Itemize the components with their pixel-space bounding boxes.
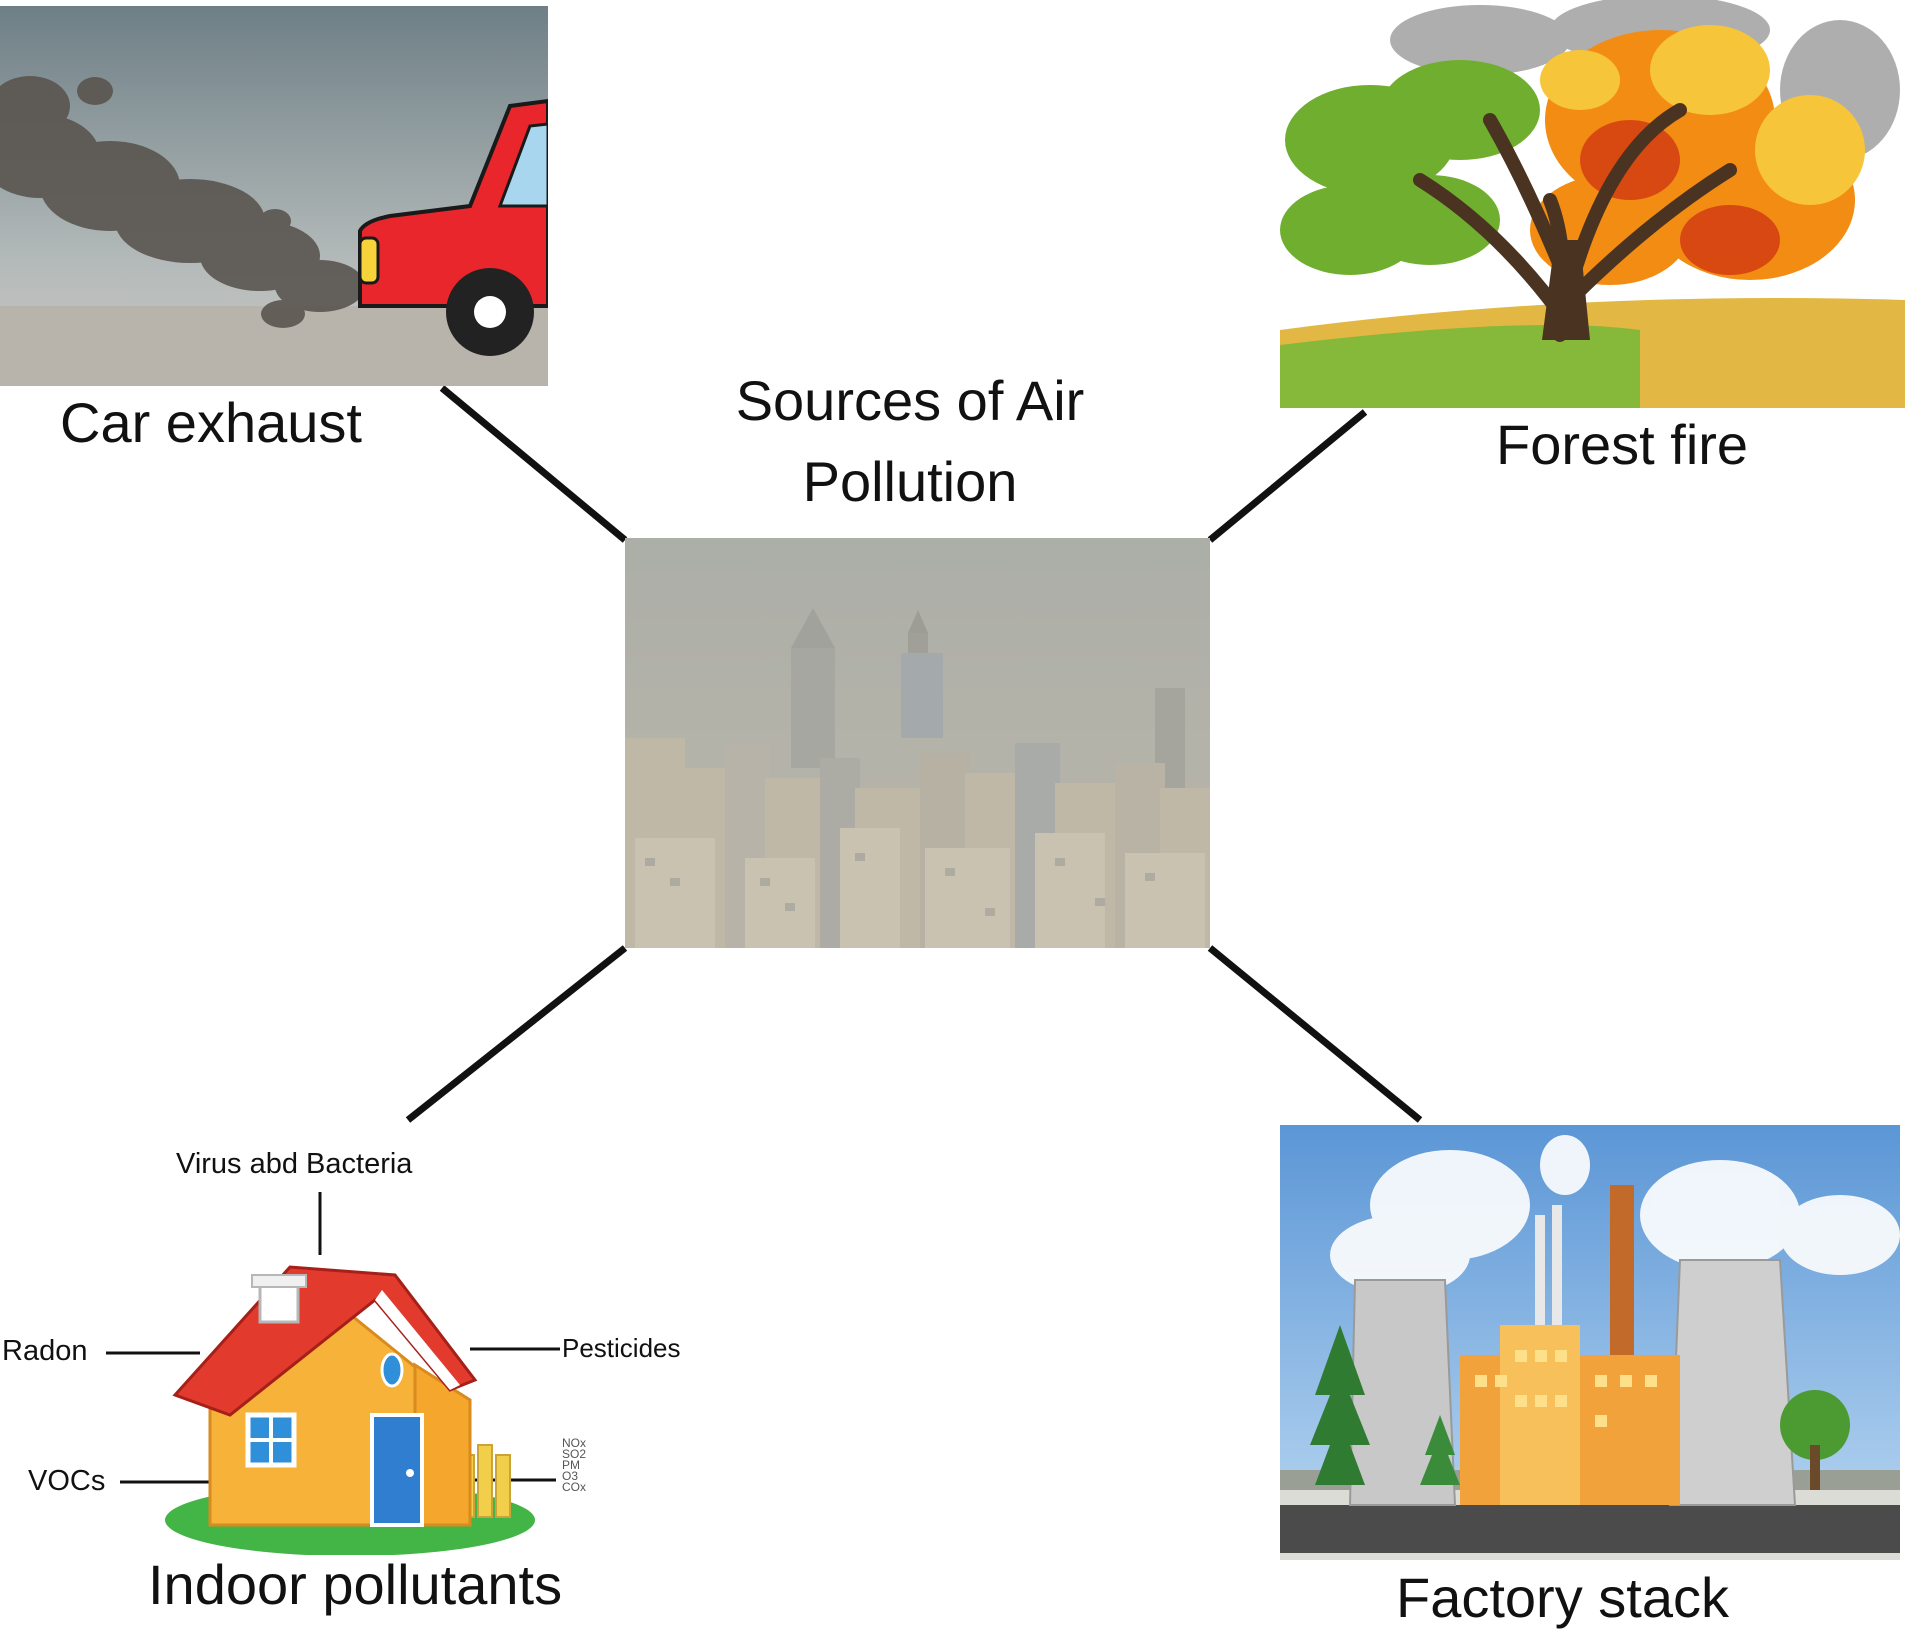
callout-radon: Radon <box>2 1335 88 1367</box>
smoggy-city-image <box>625 538 1210 948</box>
car-exhaust-image <box>0 6 548 386</box>
forest-fire-image <box>1280 0 1905 408</box>
callout-pesticides: Pesticides <box>562 1333 681 1363</box>
gas-cox: COx <box>562 1480 586 1494</box>
factory-stack-image <box>1280 1125 1900 1560</box>
diagram-title: Sources of Air Pollution <box>735 369 1085 513</box>
connector-indoor <box>405 945 628 1123</box>
connector-car <box>439 385 628 543</box>
house-image <box>160 1255 540 1555</box>
gas-so2: SO2 <box>562 1447 587 1461</box>
gas-o3: O3 <box>562 1469 579 1483</box>
forest-fire-label: Forest fire <box>1496 413 1749 476</box>
gas-pm: PM <box>562 1458 580 1472</box>
gas-nox: NOx <box>562 1436 586 1450</box>
callout-gases: NOx SO2 PM O3 COx <box>562 1436 602 1494</box>
indoor-pollutants-label: Indoor pollutants <box>148 1553 563 1616</box>
connector-fire <box>1207 409 1368 543</box>
factory-stack-label: Factory stack <box>1396 1566 1729 1629</box>
connector-factory <box>1207 945 1423 1123</box>
callout-virus-bacteria: Virus abd Bacteria <box>176 1148 413 1180</box>
callout-vocs: VOCs <box>28 1465 106 1497</box>
car-exhaust-label: Car exhaust <box>60 391 362 454</box>
